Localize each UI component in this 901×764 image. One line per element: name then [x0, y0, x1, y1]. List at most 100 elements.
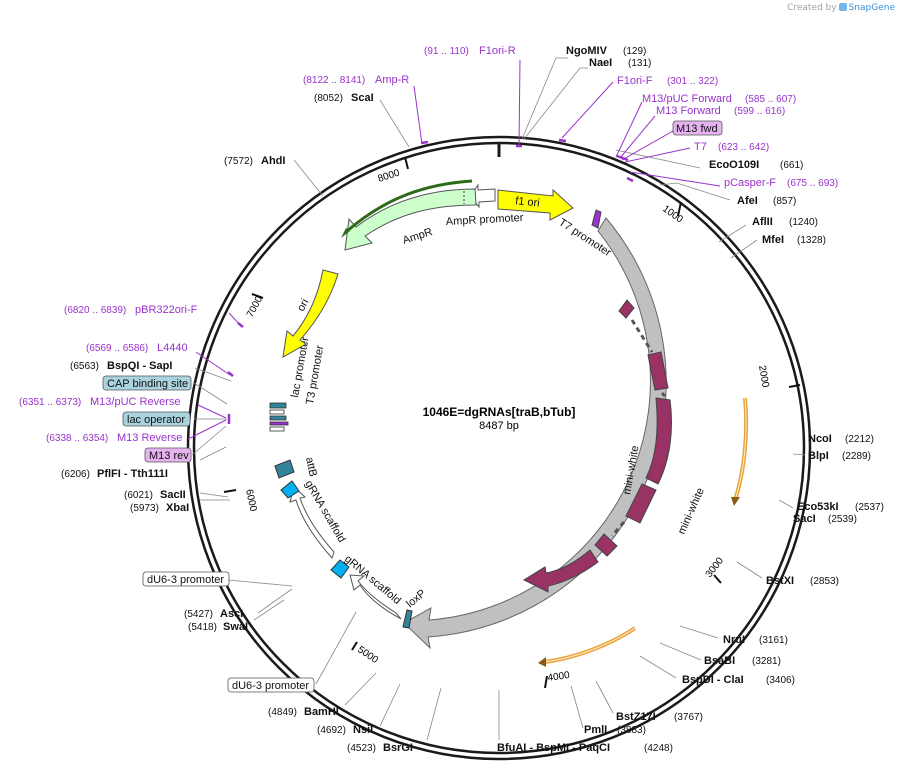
grna-scaffold-2-body[interactable] — [349, 574, 402, 620]
site-ecoo109i-pos: (661) — [780, 160, 803, 171]
site-bspqi-name[interactable]: BspQI - SapI — [107, 360, 172, 372]
site-bamhi-name[interactable]: BamHI — [304, 706, 339, 718]
site-ngomiv-pos: (129) — [623, 46, 646, 57]
du6-3-promoter-1-arrow[interactable] — [289, 486, 335, 559]
ampr-arrow[interactable] — [344, 188, 477, 251]
mini-white-intron-1 — [630, 319, 654, 353]
site-ngomiv-name[interactable]: NgoMIV — [566, 45, 608, 57]
grna-scaffold-1-arrow[interactable] — [280, 480, 300, 499]
site-bsrgi-name[interactable]: BsrGI — [383, 742, 413, 754]
box-cap-binding-site[interactable] — [102, 375, 192, 391]
site-frui-pos: (3161) — [759, 635, 788, 646]
ori-label: ori — [295, 297, 311, 313]
mini-white-exon-2[interactable] — [647, 351, 669, 391]
primer-f1ori-f-pos: (301 .. 322) — [667, 76, 718, 87]
grna-scaffold-1-label: gRNA scaffold — [302, 479, 347, 545]
mini-white-exon-6-arrow[interactable] — [522, 549, 599, 593]
tick-mark-2000 — [788, 384, 801, 388]
site-pmli-name[interactable]: PmlI — [584, 724, 607, 736]
site-xbai-name[interactable]: XbaI — [166, 502, 189, 514]
leader-f1ori-r — [518, 59, 521, 146]
snapgene-logo-icon — [838, 3, 847, 11]
site-bsabi-name[interactable]: BsaBI — [704, 655, 735, 667]
mini-white-exon-4[interactable] — [625, 483, 657, 524]
primer-t7-pos: (623 .. 642) — [718, 142, 769, 153]
mini-white-intron-3 — [610, 521, 626, 537]
mini-white-exon-1[interactable] — [618, 299, 635, 319]
site-naei-name[interactable]: NaeI — [589, 57, 612, 69]
tick-label-5000: 5000 — [355, 644, 380, 666]
site-ncoi-name[interactable]: NcoI — [808, 433, 832, 445]
site-frui-name[interactable]: NruI — [723, 634, 745, 646]
leader-bsabi — [659, 642, 702, 661]
loxp-box[interactable] — [402, 609, 413, 629]
site-afei-name[interactable]: AfeI — [737, 195, 758, 207]
mini-white-exon-5[interactable] — [594, 533, 618, 557]
mark-pbr322 — [237, 322, 244, 328]
site-bsrgi-pos: (4523) — [347, 743, 376, 754]
primer-m13puc-rev-pos: (6351 .. 6373) — [19, 397, 81, 408]
cap-binding-site-box[interactable] — [269, 402, 287, 409]
site-bspdi-name[interactable]: BspDI - ClaI — [682, 674, 744, 686]
site-sacii-name[interactable]: SacII — [160, 489, 186, 501]
site-aflii-name[interactable]: AflII — [752, 216, 773, 228]
leader-frui — [679, 625, 719, 639]
site-pflfi-pos: (6206) — [61, 469, 90, 480]
site-mfei-name[interactable]: MfeI — [762, 234, 784, 246]
box-du6-3-promoter-1[interactable] — [142, 571, 230, 587]
primer-amp-r-name[interactable]: Amp-R — [375, 74, 409, 86]
site-bstz17i-name[interactable]: BstZ17I — [616, 711, 656, 723]
leader-m13puc-rev — [197, 404, 227, 419]
primer-amp-r-pos: (8122 .. 8141) — [303, 75, 365, 86]
snapgene-app-name: SnapGene — [848, 3, 895, 13]
site-nsii-name[interactable]: NsiI — [353, 724, 373, 736]
site-bfuai-name[interactable]: BfuAI - BspMI - PaqCI — [497, 742, 610, 754]
primer-f1ori-f-name[interactable]: F1ori-F — [617, 75, 653, 87]
t3-promoter-box[interactable] — [269, 426, 285, 432]
box-lac-operator[interactable] — [122, 411, 191, 427]
lac-promoter-box[interactable] — [269, 409, 285, 415]
box-m13-rev[interactable] — [144, 447, 192, 463]
ori-arrow[interactable] — [282, 269, 339, 358]
leader-t7 — [624, 147, 691, 163]
site-xbai-pos: (5973) — [130, 503, 159, 514]
site-bfuai-pos: (4248) — [644, 743, 673, 754]
site-eco53ki-name[interactable]: Eco53kI — [797, 501, 839, 513]
primer-f1ori-r-name[interactable]: F1ori-R — [479, 45, 516, 57]
primer-t7-name[interactable]: T7 — [694, 141, 707, 153]
site-afei-pos: (857) — [773, 196, 796, 207]
primer-m13-fwd-name[interactable]: M13 Forward — [656, 105, 721, 117]
attb-box[interactable] — [274, 459, 295, 479]
site-swai-name[interactable]: SwaI — [223, 621, 248, 633]
box-m13-fwd[interactable] — [672, 120, 723, 136]
lac-operator-box[interactable] — [269, 415, 287, 421]
primer-l4440-name[interactable]: L4440 — [157, 342, 188, 354]
site-scai-name[interactable]: ScaI — [351, 92, 374, 104]
primer-m13puc-fwd-name[interactable]: M13/pUC Forward — [642, 93, 732, 105]
tick-mark-5000 — [351, 641, 358, 651]
site-saci-name[interactable]: SacI — [793, 513, 816, 525]
tick-label-1000: 1000 — [660, 204, 685, 226]
site-pflfi-name[interactable]: PflFI - Tth111I — [97, 468, 168, 480]
primer-m13-rev-name[interactable]: M13 Reverse — [117, 432, 182, 444]
site-leaders — [191, 57, 810, 741]
site-ecoo109i-name[interactable]: EcoO109I — [709, 159, 759, 171]
tick-label-2000: 2000 — [756, 365, 771, 389]
site-bstxi-name[interactable]: BstXI — [766, 575, 794, 587]
mini-white-exon-3[interactable] — [645, 397, 672, 485]
site-scai-pos: (8052) — [314, 93, 343, 104]
box-du6-3-promoter-2[interactable] — [227, 677, 315, 693]
site-asci-name[interactable]: AscI — [220, 608, 243, 620]
site-ahdi-name[interactable]: AhdI — [261, 155, 285, 167]
t7-promoter-box[interactable] — [591, 209, 602, 229]
primer-pcasper-f-name[interactable]: pCasper-F — [724, 177, 776, 189]
box-lac-operator-label: lac operator — [127, 414, 185, 426]
primer-m13puc-rev-name[interactable]: M13/pUC Reverse — [90, 396, 180, 408]
site-bstxi-pos: (2853) — [810, 576, 839, 587]
grna-scaffold-2-arrow[interactable] — [330, 559, 350, 579]
primer-pbr322ori-f-name[interactable]: pBR322ori-F — [135, 304, 198, 316]
plasmid-name: 1046E=dgRNAs[traB,bTub] — [423, 405, 576, 419]
site-blpi-name[interactable]: BlpI — [808, 450, 829, 462]
f1-ori-arrow[interactable] — [497, 188, 574, 221]
m13-rev-box[interactable] — [269, 421, 289, 426]
